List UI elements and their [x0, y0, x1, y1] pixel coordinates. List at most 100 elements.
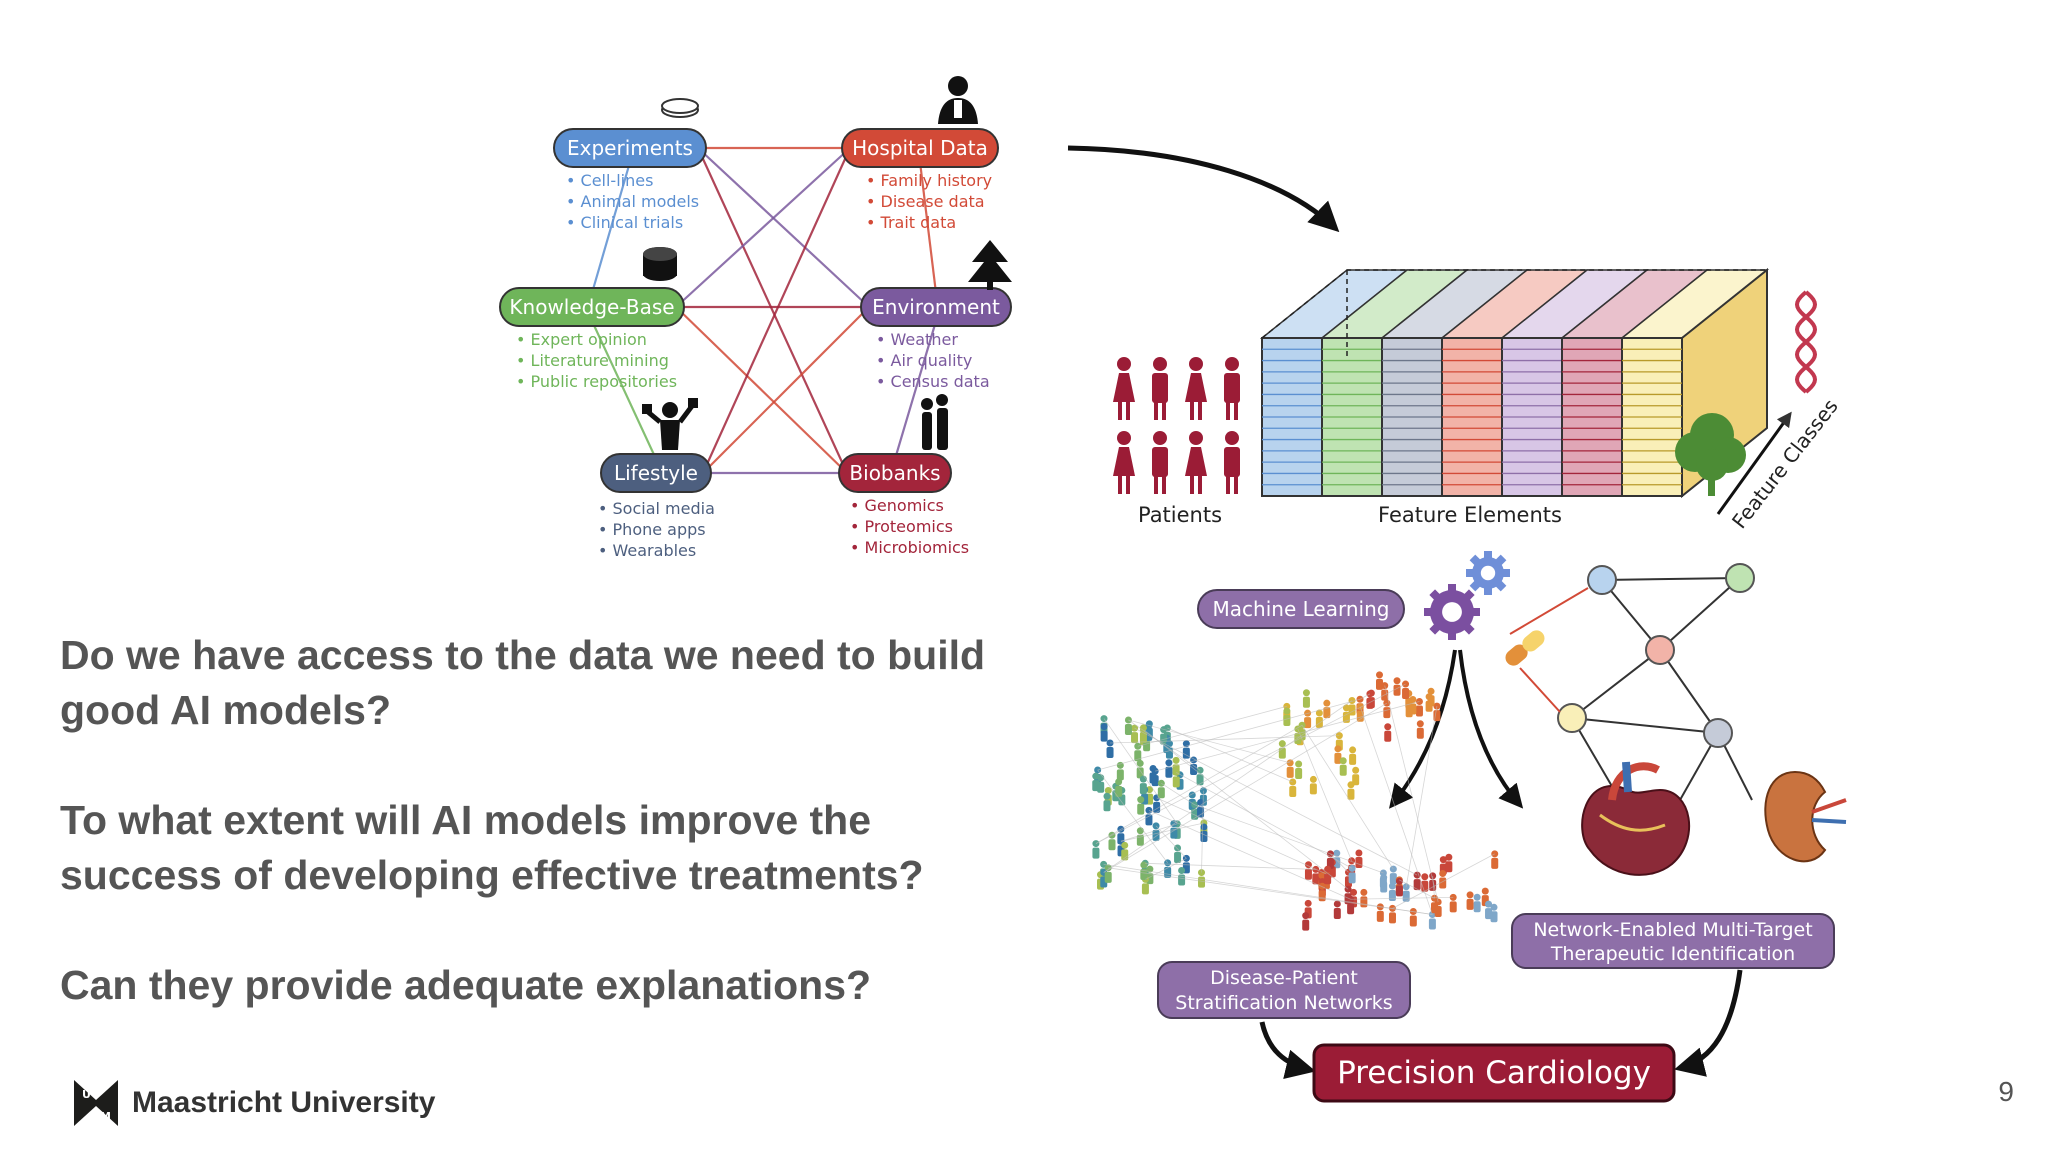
crowd-person — [1421, 873, 1429, 892]
patient-figure — [1224, 357, 1240, 420]
patients-figures — [1113, 357, 1240, 494]
network-therapeutic-box: Network-Enabled Multi-Target Therapeutic… — [1511, 913, 1835, 969]
node-item: • Disease data — [866, 192, 985, 211]
network-link — [918, 161, 938, 294]
patient-figure — [1113, 431, 1135, 494]
node-item: • Animal models — [566, 192, 699, 211]
crowd-person — [1348, 864, 1356, 884]
patient-figure — [1224, 431, 1240, 494]
question-data-access: Do we have access to the data we need to… — [60, 632, 986, 733]
crowd-person — [1439, 869, 1447, 889]
crowd-person — [1092, 840, 1100, 859]
gear-icon — [1424, 551, 1510, 640]
arrow-right-split — [1458, 649, 1524, 809]
patient-feature-cube — [1259, 267, 1770, 499]
precision-cardiology-label: Precision Cardiology — [1337, 1055, 1651, 1091]
crowd-person — [1402, 680, 1410, 700]
patient-stratification-crowd — [1092, 671, 1499, 931]
crowd-person — [1466, 891, 1474, 910]
node-item: • Weather — [876, 330, 958, 349]
crowd-person — [1449, 893, 1457, 913]
question-explanations: Can they provide adequate explanations? — [60, 962, 872, 1008]
page-number: 9 — [1998, 1076, 2014, 1107]
pill-icon — [1505, 630, 1545, 666]
node-item: • Expert opinion — [516, 330, 647, 349]
patients-label: Patients — [1138, 503, 1222, 527]
stratification-label-line2: Stratification Networks — [1175, 992, 1392, 1014]
network-link — [675, 147, 851, 308]
node-item: • Social media — [598, 499, 715, 518]
molecule-node — [1557, 703, 1587, 733]
stratification-label-line1: Disease-Patient — [1210, 967, 1358, 989]
node-biobanks: Biobanks• Genomics• Proteomics• Microbio… — [838, 453, 969, 557]
crowd-person — [1427, 687, 1435, 707]
crowd-person — [1106, 739, 1114, 758]
crowd-person — [1304, 861, 1312, 880]
crowd-person — [1381, 682, 1389, 701]
molecule-node — [1703, 718, 1733, 748]
precision-cardiology-box: Precision Cardiology — [1312, 1043, 1676, 1103]
network-icons — [642, 76, 1012, 450]
crowd-person — [1333, 849, 1341, 869]
crowd-person — [1355, 849, 1363, 869]
question-treatment-success: To what extent will AI models improve th… — [60, 797, 924, 898]
person-lifting-icon — [642, 398, 698, 450]
crowd-person — [1384, 723, 1392, 742]
patient-figure — [1152, 357, 1168, 420]
crowd-person — [1174, 844, 1182, 864]
crowd-person — [1323, 699, 1331, 719]
crowd-person — [1409, 696, 1417, 715]
node-item: • Air quality — [876, 351, 972, 370]
kidney-icon — [1764, 770, 1847, 863]
network-links — [590, 146, 938, 475]
arrow-left-split — [1389, 649, 1457, 809]
network-link — [697, 147, 848, 474]
molecular-network — [1505, 563, 1755, 801]
crowd-person — [1393, 677, 1401, 696]
crowd-person — [1490, 903, 1498, 923]
patient-figure — [1113, 357, 1135, 420]
crowd-person — [1416, 720, 1424, 739]
doctor-icon — [938, 76, 978, 124]
crowd-person — [1104, 864, 1112, 883]
feature-elements-label: Feature Elements — [1378, 503, 1562, 527]
node-item: • Literature mining — [516, 351, 669, 370]
crowd-person — [1302, 689, 1310, 708]
crowd-person — [1383, 699, 1391, 719]
network-link — [697, 147, 870, 308]
network-nodes: Experiments• Cell-lines• Animal models• … — [499, 128, 1012, 560]
crowd-person — [1283, 707, 1291, 727]
network-link — [701, 147, 852, 474]
university-logo: U M Maastricht University — [72, 1076, 435, 1132]
node-label: Environment — [872, 295, 1000, 319]
crowd-person — [1157, 779, 1165, 799]
crowd-person — [1312, 865, 1320, 885]
crowd-person — [1165, 759, 1173, 778]
network-link — [675, 306, 848, 474]
crowd-person — [1100, 723, 1108, 742]
arrow-to-cube — [1067, 145, 1340, 233]
node-label: Experiments — [567, 136, 693, 160]
node-item: • Census data — [876, 372, 990, 391]
crowd-person — [1367, 689, 1375, 709]
node-item: • Genomics — [850, 496, 944, 515]
crowd-person — [1395, 877, 1403, 897]
crowd-person — [1413, 871, 1421, 891]
network-link — [590, 161, 632, 294]
crowd-person — [1485, 900, 1493, 920]
crowd-person — [1137, 796, 1145, 815]
node-label: Lifestyle — [614, 461, 698, 485]
crowd-person — [1278, 740, 1286, 759]
crowd-person — [1375, 671, 1383, 690]
node-item: • Proteomics — [850, 517, 953, 536]
feature-classes-arrow — [1716, 411, 1792, 515]
crowd-person — [1352, 766, 1360, 786]
crowd-person — [1103, 792, 1111, 812]
crowd-person — [1136, 759, 1144, 779]
crowd-person — [1473, 893, 1481, 913]
node-label: Knowledge-Base — [509, 295, 674, 319]
tree-small-icon — [968, 240, 1012, 290]
crowd-person — [1409, 907, 1417, 927]
